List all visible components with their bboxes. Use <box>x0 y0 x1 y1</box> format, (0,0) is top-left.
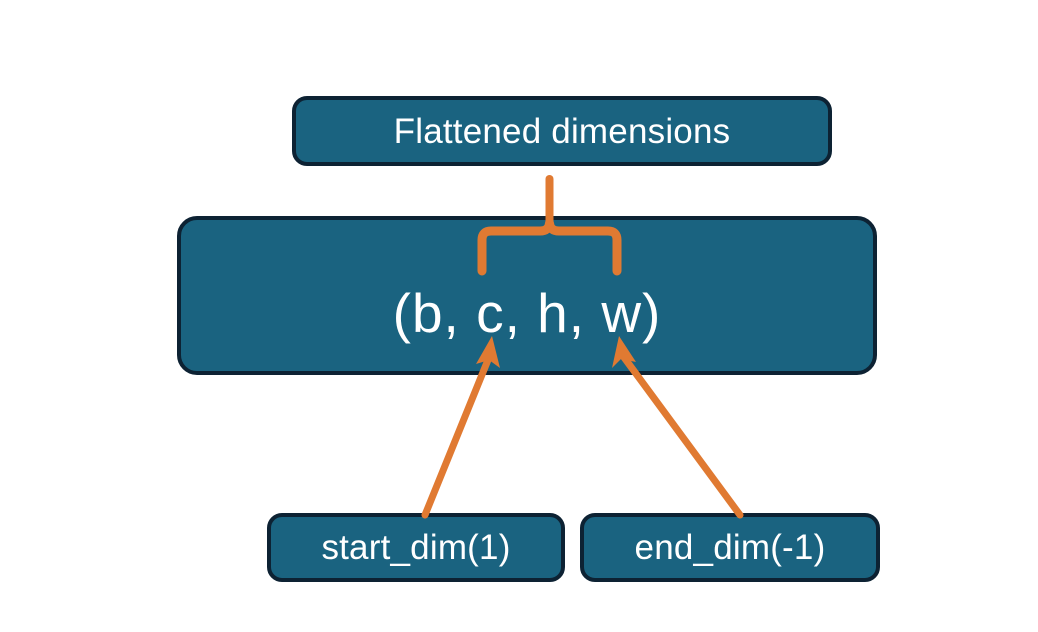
node-start-dim-label: start_dim(1) <box>321 528 511 567</box>
node-tensor-shape-label: (b, c, h, w) <box>392 282 662 344</box>
end-dim-arrow-line <box>619 352 744 519</box>
node-start-dim[interactable]: start_dim(1) <box>267 513 565 582</box>
node-flattened-dimensions-label: Flattened dimensions <box>393 111 731 151</box>
start-dim-arrow-line <box>421 351 494 519</box>
node-tensor-shape[interactable]: (b, c, h, w) <box>177 216 877 375</box>
node-flattened-dimensions[interactable]: Flattened dimensions <box>292 96 832 166</box>
node-end-dim[interactable]: end_dim(-1) <box>580 513 880 582</box>
node-end-dim-label: end_dim(-1) <box>634 528 826 567</box>
